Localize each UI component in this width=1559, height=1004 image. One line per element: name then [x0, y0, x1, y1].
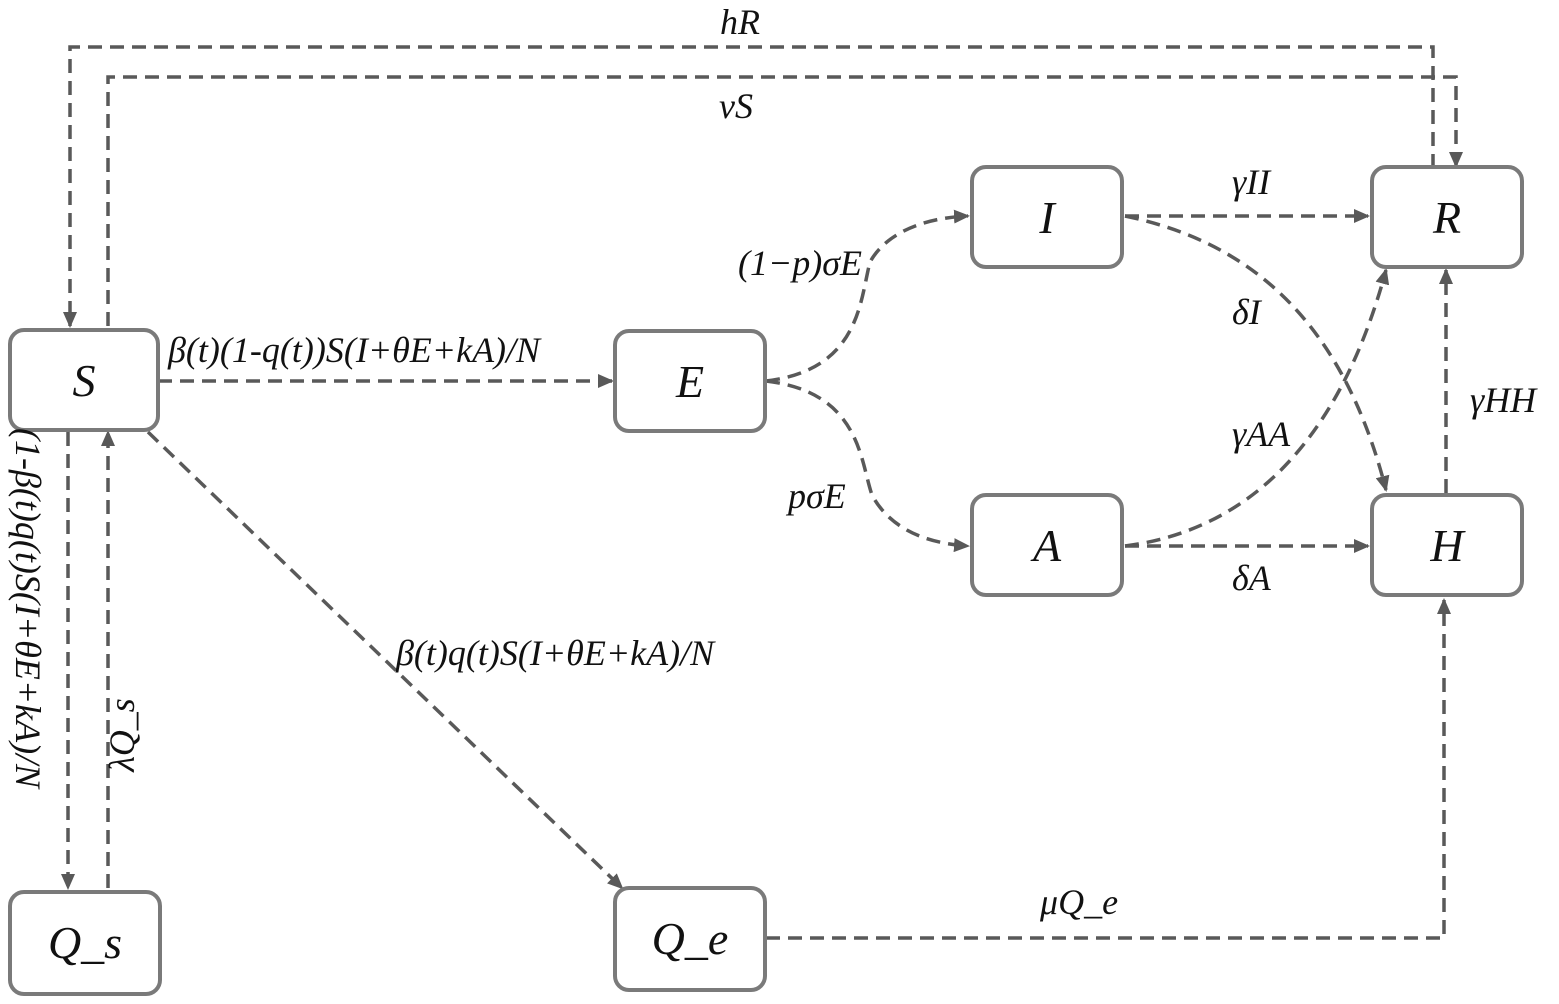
label-hr: hR: [720, 2, 760, 42]
label-i-to-h: δI: [1232, 292, 1263, 332]
label-h-to-r: γHH: [1470, 380, 1538, 420]
edge-e-to-a: [765, 379, 970, 553]
label-s-to-qs: (1-β(t)q(t)S(I+θE+kA)/N: [8, 428, 48, 790]
node-a-label: A: [1030, 520, 1062, 571]
edge-i-to-h: [1124, 214, 1390, 492]
node-e: E: [613, 329, 767, 433]
node-h: H: [1370, 493, 1524, 597]
edge-e-to-i: [765, 209, 970, 383]
node-a: A: [970, 493, 1124, 597]
node-r-label: R: [1432, 192, 1461, 243]
label-s-to-qe: β(t)q(t)S(I+θE+kA)/N: [395, 633, 716, 673]
label-a-to-h: δA: [1232, 558, 1272, 598]
edge-a-to-r: [1124, 268, 1390, 548]
edges: [61, 45, 1463, 940]
label-e-to-i: (1−p)σE: [738, 243, 862, 283]
nodes: S E I A R H Q_s Q_e: [8, 165, 1524, 996]
node-qe-label: Q_e: [652, 913, 729, 964]
edge-qe-to-h: [766, 598, 1451, 940]
node-e-label: E: [675, 356, 704, 407]
label-e-to-a: pσE: [785, 476, 846, 516]
edge-r-to-s: [63, 45, 1435, 328]
label-qe-to-h: μQ_e: [1039, 882, 1118, 922]
node-r: R: [1370, 165, 1524, 269]
node-qs-label: Q_s: [48, 917, 122, 968]
label-qs-to-s: λQ_s: [102, 698, 142, 773]
edge-s-to-r: [106, 75, 1463, 326]
node-h-label: H: [1429, 520, 1466, 571]
label-a-to-r: γAA: [1232, 414, 1291, 454]
node-qs: Q_s: [8, 890, 162, 996]
node-s: S: [8, 328, 160, 432]
node-s-label: S: [73, 355, 96, 406]
label-vs: vS: [719, 86, 753, 126]
label-i-to-r: γII: [1232, 162, 1272, 202]
node-i: I: [970, 165, 1124, 269]
label-s-to-e: β(t)(1-q(t))S(I+θE+kA)/N: [167, 330, 542, 370]
edge-labels: hR vS β(t)(1-q(t))S(I+θE+kA)/N (1−p)σE p…: [8, 2, 1538, 922]
node-i-label: I: [1038, 192, 1057, 243]
node-qe: Q_e: [613, 886, 767, 992]
